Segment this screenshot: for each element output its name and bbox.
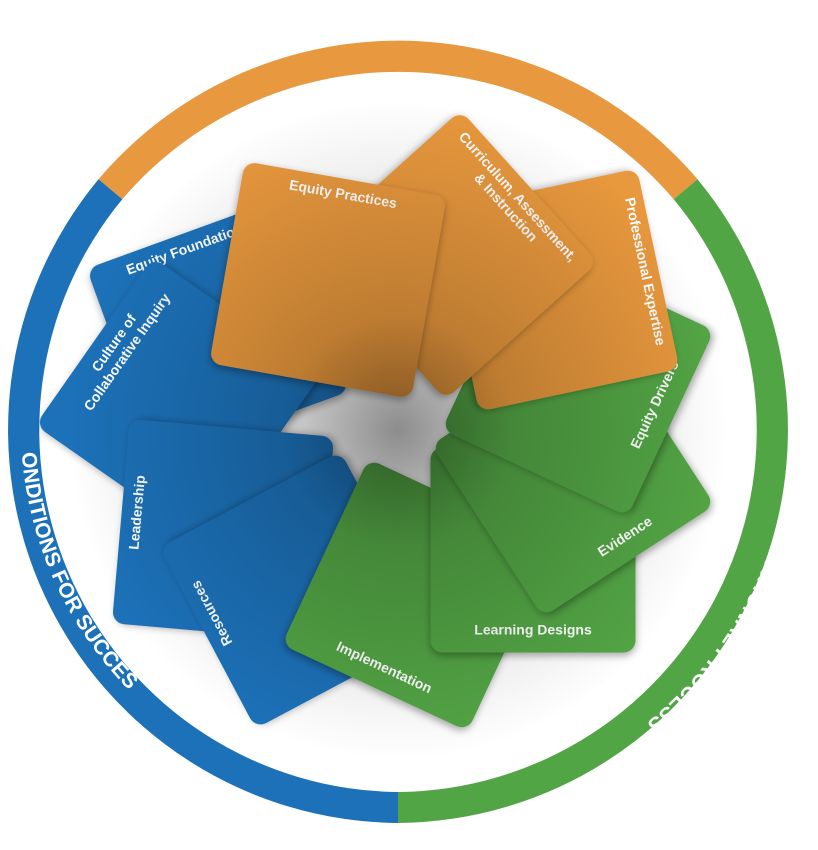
card-learning-designs-label-line: Learning Designs (474, 622, 592, 638)
card-equity-practices: Equity Practices (211, 163, 445, 397)
card-learning-designs-label: Learning Designs (474, 622, 592, 638)
ring-segment-rigorous (98, 40, 698, 200)
